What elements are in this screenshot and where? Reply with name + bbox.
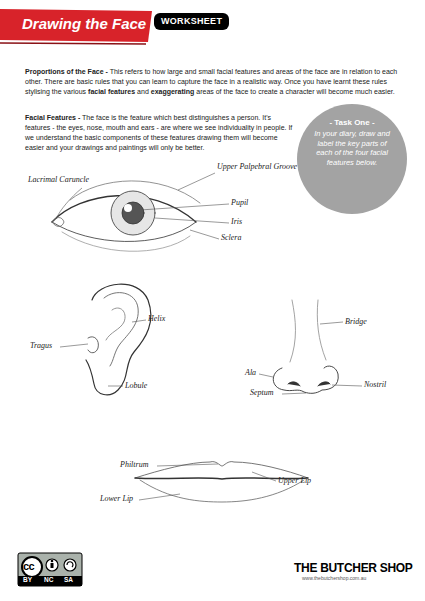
part-label: Lacrimal Caruncle [28,176,89,184]
node-body: In your diary, draw and label the key pa… [309,129,395,167]
body-paragraph: Proportions of the Face - This refers to… [25,67,403,97]
ear-drawing [86,284,151,395]
brand-name: THE BUTCHER SHOP [294,562,413,574]
banner-shadow [0,43,146,44]
part-label: Tragus [30,342,52,350]
ear-leaders [60,320,146,386]
bold-term: Facial Features - [25,114,80,121]
title-banner [0,9,152,42]
part-label: Helix [148,315,165,323]
paragraph-text: areas of the face to create a character … [196,88,394,95]
lips-leaders [139,464,276,500]
brand-url: www.thebutchershop.com.au [302,576,366,581]
bold-term: facial features [88,88,135,95]
part-label: Septum [250,389,274,397]
paragraph-text: and [137,88,149,95]
node-heading: - Task One - [309,118,395,128]
cc-mark: cc [23,561,34,572]
worksheet-badge: WORKSHEET [154,13,229,30]
task-circle: - Task One -In your diary, draw and labe… [297,104,407,214]
body-paragraph: Facial Features - The face is the featur… [25,113,293,153]
license-term: NC [44,577,53,584]
part-label: Upper Palpebral Groove [217,163,297,171]
part-label: Lobule [125,382,147,390]
worksheet-title: Drawing the Face [22,15,146,32]
node-heading: WORKSHEET [161,17,222,26]
part-label: Lower Lip [100,495,133,503]
part-label: Philtrum [120,461,148,469]
eye-drawing [52,181,200,251]
part-label: Bridge [345,318,367,326]
bold-term: exaggerating [151,88,195,95]
part-label: Sclera [221,234,241,242]
nose-leaders [259,322,362,394]
part-label: Pupil [231,199,248,207]
part-label: Upper Lip [278,477,311,485]
license-term: BY [23,577,32,584]
part-label: Iris [231,218,242,226]
cc-logo [18,553,82,586]
nose-drawing [273,300,338,393]
part-label: Ala [245,369,256,377]
bold-term: Proportions of the Face - [25,68,108,75]
license-term: SA [64,577,73,584]
part-label: Nostril [364,381,386,389]
